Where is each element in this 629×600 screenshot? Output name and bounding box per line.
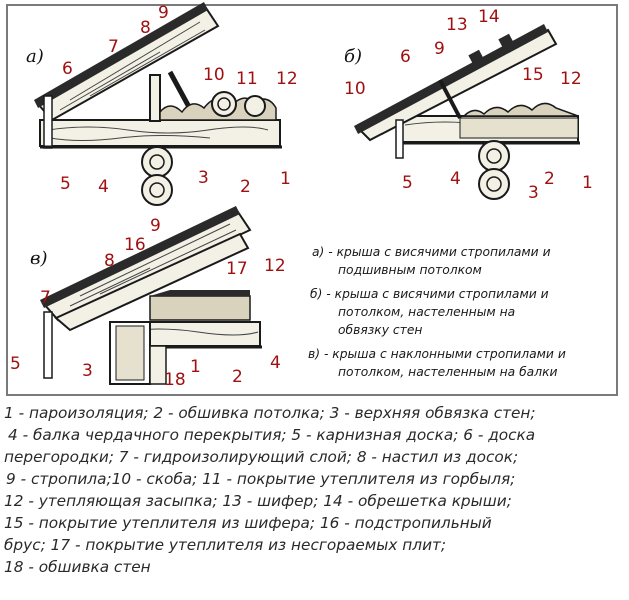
callout-number: 10	[203, 65, 225, 85]
panel-v-board-deck	[54, 232, 250, 332]
legend: 1 - пароизоляция; 2 - обшивка потолка; 3…	[4, 402, 626, 578]
legend-line: 15 - покрытие утеплителя из шифера; 16 -…	[4, 514, 492, 532]
legend-line: 12 - утепляющая засыпка; 13 - шифер; 14 …	[4, 492, 512, 510]
callout-number: 15	[522, 65, 544, 85]
callout-number: 17	[226, 259, 248, 279]
roof-diagram-svg: а) 1 2 3 4 5 6 7 8 9 10 11 12 б) 1 2 3 4…	[10, 2, 593, 390]
caption-line: обвязку стен	[338, 323, 422, 337]
panel-v-insulation	[149, 295, 251, 321]
panel-label: в)	[30, 248, 48, 269]
callout-number: 7	[40, 288, 51, 308]
callout-number: 18	[164, 370, 186, 390]
panel-label: б)	[344, 46, 362, 67]
caption-line: потолком, настеленным на	[338, 305, 515, 319]
callout-number: 1	[190, 357, 201, 377]
callout-number: 4	[450, 169, 461, 189]
caption-line: подшивным потолком	[338, 263, 482, 277]
legend-line: 1 - пароизоляция; 2 - обшивка потолка; 3…	[4, 404, 536, 422]
callout-number: 10	[344, 79, 366, 99]
legend-line: 9 - стропила;10 - скоба; 11 - покрытие у…	[6, 470, 516, 488]
callout-number: 4	[270, 353, 281, 373]
legend-line: 18 - обшивка стен	[4, 558, 151, 576]
caption-line: в) - крыша с наклонными стропилами и	[308, 347, 566, 361]
callout-number: 13	[446, 15, 468, 35]
callout-number: 6	[400, 47, 411, 67]
callout-number: 3	[198, 168, 209, 188]
callout-number: 16	[124, 235, 146, 255]
panel-b-insulation	[462, 102, 579, 117]
panel-a-partition	[149, 74, 161, 122]
callout-number: 5	[402, 173, 413, 193]
callout-number: 12	[264, 256, 286, 276]
callout-number: 2	[240, 177, 251, 197]
callout-number: 7	[108, 37, 119, 57]
callout-number: 9	[150, 216, 161, 236]
caption-line: потолком, настеленным на балки	[338, 365, 558, 379]
callout-number: 3	[82, 361, 93, 381]
callout-number: 14	[478, 7, 500, 27]
panel-b-slate	[354, 24, 548, 134]
callout-number: 1	[582, 173, 593, 193]
panel-v-sheathing	[40, 206, 240, 308]
panel-a-sheathing	[34, 2, 208, 108]
callout-number: 5	[10, 354, 21, 374]
legend-line: брус; 17 - покрытие утеплителя из несгор…	[4, 536, 447, 554]
callout-number: 2	[232, 367, 243, 387]
callout-number: 4	[98, 177, 109, 197]
diagram-frame	[6, 4, 618, 396]
callout-number: 1	[280, 169, 291, 189]
panel-b-drawing	[354, 24, 580, 200]
caption-line: а) - крыша с висячими стропилами и	[312, 245, 551, 259]
panel-v-drawing	[40, 206, 262, 385]
callout-number: 11	[236, 69, 258, 89]
callout-number: 12	[276, 69, 298, 89]
callout-number: 2	[544, 169, 555, 189]
panel-a-eave-board	[43, 95, 53, 149]
callout-number: 8	[104, 251, 115, 271]
callout-number: 9	[434, 39, 445, 59]
callout-number: 8	[140, 18, 151, 38]
callout-number: 6	[62, 59, 73, 79]
callout-number: 5	[60, 174, 71, 194]
callout-numbers: а) 1 2 3 4 5 6 7 8 9 10 11 12 б) 1 2 3 4…	[10, 3, 593, 390]
panel-v-eave-board	[43, 311, 53, 379]
panel-label: а)	[26, 46, 44, 67]
captions: а) - крыша с висячими стропилами и подши…	[308, 245, 566, 379]
callout-number: 3	[528, 183, 539, 203]
callout-number: 9	[158, 3, 169, 23]
caption-line: б) - крыша с висячими стропилами и	[310, 287, 549, 301]
panel-a-drawing	[34, 2, 282, 206]
callout-number: 12	[560, 69, 582, 89]
legend-line: перегородки; 7 - гидроизолирующий слой; …	[4, 448, 519, 466]
legend-line: 4 - балка чердачного перекрытия; 5 - кар…	[8, 426, 536, 444]
